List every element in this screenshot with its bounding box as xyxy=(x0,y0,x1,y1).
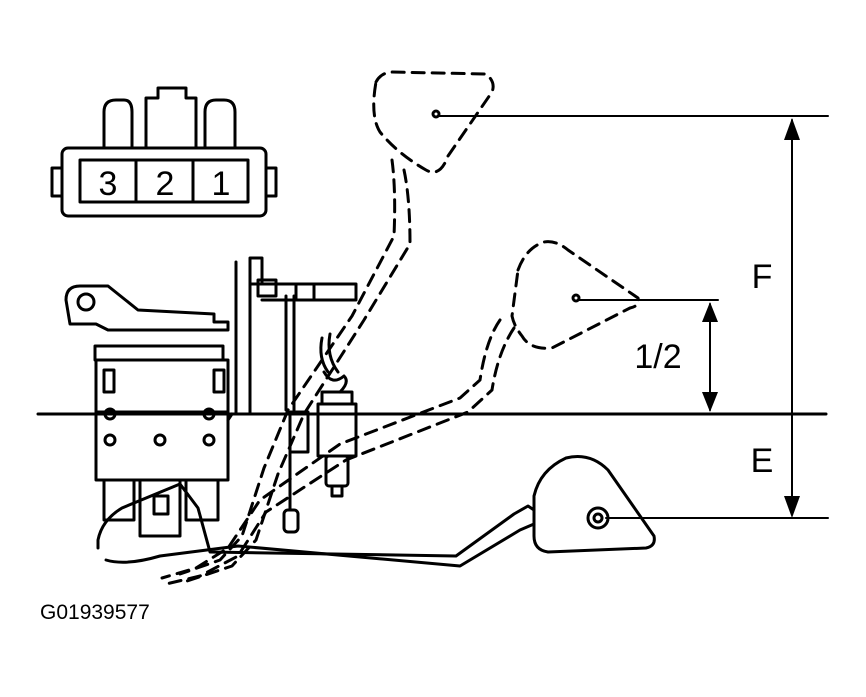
dimension-e-label: E xyxy=(751,442,774,480)
connector-pin-1-label: 1 xyxy=(212,165,231,203)
dimension-arrowheads xyxy=(702,118,800,518)
pedal-mid-position xyxy=(160,240,640,586)
pivot-points xyxy=(431,109,581,303)
connector-pin-2-label: 2 xyxy=(156,165,175,203)
brake-switch-body xyxy=(64,256,358,538)
pedal-top-position xyxy=(178,70,495,584)
connector-pin-3-label: 3 xyxy=(99,165,118,203)
connector-icon xyxy=(50,86,278,218)
plunger-component xyxy=(316,332,358,498)
dimension-half-label: 1/2 xyxy=(634,338,681,376)
dimension-f-label: F xyxy=(752,258,773,296)
pedal-bracket xyxy=(282,294,310,534)
figure-code: G01939577 xyxy=(40,601,150,624)
